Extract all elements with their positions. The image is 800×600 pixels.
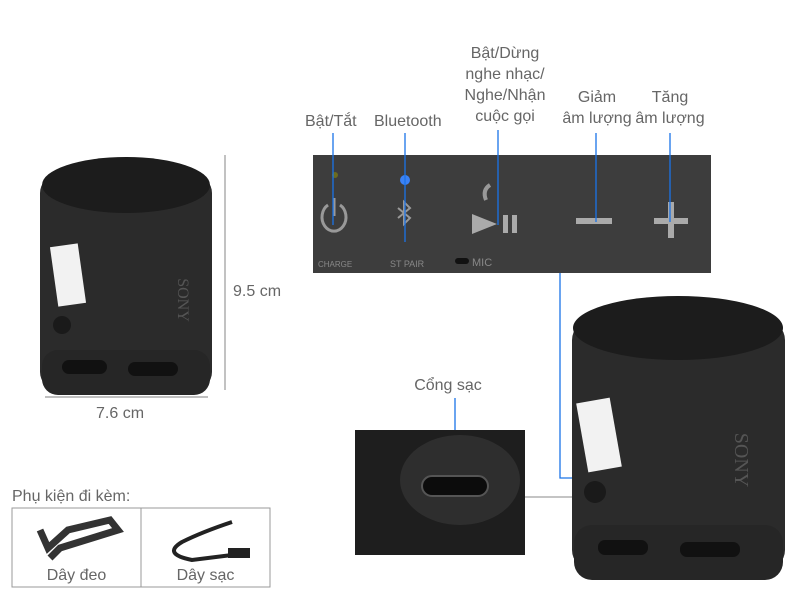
minus-icon: [576, 218, 612, 224]
svg-text:SONY: SONY: [174, 278, 191, 322]
accessory-cable-label: Dây sạc: [176, 567, 235, 584]
strap-image: [36, 516, 124, 561]
accessory-strap-label: Dây đeo: [46, 567, 107, 584]
power-icon: [320, 203, 348, 233]
label-play-pause: Bật/Dừng nghe nhạc/ Nghe/Nhận cuộc gọi: [464, 45, 546, 125]
height-label: 9.5 cm: [233, 283, 282, 300]
cable-image: [172, 520, 233, 563]
label-volume-down: Giảm âm lượng: [562, 89, 632, 127]
control-panel: [313, 155, 711, 273]
width-label: 7.6 cm: [96, 405, 145, 422]
label-volume-up: Tăng âm lượng: [635, 89, 705, 127]
mic-text: MIC: [472, 257, 493, 269]
svg-text:SONY: SONY: [730, 433, 752, 487]
speaker-left: SONY: [40, 157, 212, 395]
label-power: Bật/Tắt: [305, 113, 357, 130]
bluetooth-icon: [397, 199, 412, 227]
play-pause-icon: [472, 214, 497, 234]
charge-text: CHARGE: [318, 260, 353, 269]
charging-port-closeup: [355, 430, 525, 555]
speaker-right: SONY: [572, 296, 785, 580]
label-bluetooth: Bluetooth: [374, 113, 442, 130]
usb-c-port: [421, 475, 489, 497]
label-charging-port: Cổng sạc: [414, 377, 482, 394]
accessories-title: Phụ kiện đi kèm:: [12, 488, 131, 505]
pair-text: ST PAIR: [390, 259, 425, 269]
phone-icon: [482, 183, 492, 201]
